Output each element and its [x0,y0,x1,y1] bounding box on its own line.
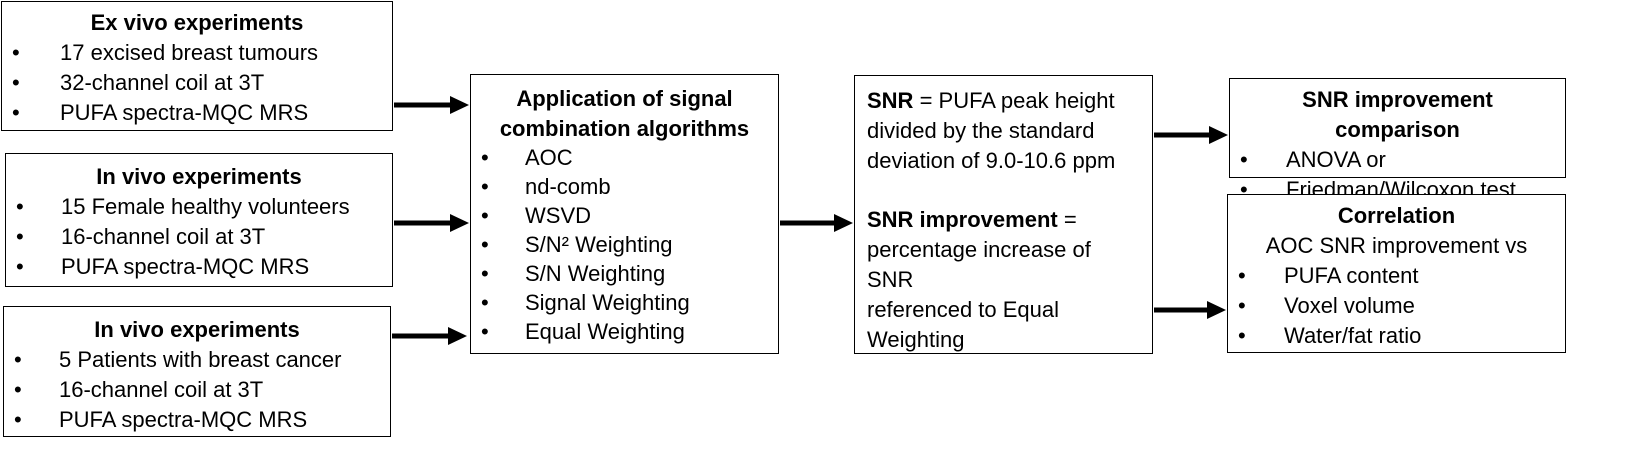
list-item: •16-channel coil at 3T [14,377,264,402]
algorithms-title-line1: Application of signal [516,86,733,111]
list-item: •32-channel coil at 3T [12,70,265,95]
list-item: •Signal Weighting [481,290,690,315]
arrow-snr-to-correlation [1154,301,1226,319]
arrow-ex-vivo-to-algorithms [394,96,469,114]
arrow-patients-to-algorithms [392,327,467,345]
algorithms-title-line2: combination algorithms [499,116,750,141]
list-item: •PUFA spectra-MQC MRS [12,100,309,125]
ex-vivo-box: Ex vivo experiments •17 excised breast t… [1,1,393,131]
list-item: •PUFA spectra-MQC MRS [14,407,308,432]
snr-label: SNR [867,88,914,113]
list-item: •PUFA spectra-MQC MRS [16,254,310,279]
snr-definition: SNR = PUFA peak height divided by the st… [867,88,1116,173]
list-item: •Voxel volume [1238,293,1415,318]
list-item: •AOC [481,145,573,170]
list-item: •ANOVA or [1240,147,1386,172]
list-item: •S/N² Weighting [481,232,673,257]
snr-improvement-label: SNR improvement [867,207,1058,232]
correlation-title: Correlation [1337,203,1456,228]
in-vivo-patients-box: In vivo experiments •5 Patients with bre… [3,306,391,437]
list-item: •S/N Weighting [481,261,666,286]
list-item: •Water/fat ratio [1238,323,1422,348]
list-item: •5 Patients with breast cancer [14,347,342,372]
in-vivo-healthy-box: In vivo experiments •15 Female healthy v… [5,153,393,287]
arrow-snr-to-comparison [1154,126,1228,144]
list-item: •17 excised breast tumours [12,40,319,65]
algorithms-box: Application of signal combination algori… [470,74,779,354]
list-item: •15 Female healthy volunteers [16,194,350,219]
list-item: •Equal Weighting [481,319,685,344]
algorithms-list: •AOC •nd-comb •WSVD •S/N² Weighting •S/N… [481,143,768,346]
list-item: •PUFA content [1238,263,1419,288]
in-vivo-patients-title: In vivo experiments [94,317,300,342]
snr-improvement-definition: SNR improvement = percentage increase of… [867,207,1091,352]
snr-definition-box: SNR = PUFA peak height divided by the st… [854,75,1153,354]
in-vivo-healthy-list: •15 Female healthy volunteers •16-channe… [16,192,382,282]
correlation-list: •PUFA content •Voxel volume •Water/fat r… [1238,261,1555,351]
ex-vivo-title: Ex vivo experiments [90,10,304,35]
in-vivo-healthy-title: In vivo experiments [96,164,302,189]
correlation-box: Correlation AOC SNR improvement vs •PUFA… [1227,194,1566,353]
list-item: •16-channel coil at 3T [16,224,266,249]
list-item: •WSVD [481,203,591,228]
in-vivo-patients-list: •5 Patients with breast cancer •16-chann… [14,345,380,435]
list-item: •nd-comb [481,174,611,199]
correlation-subtitle: AOC SNR improvement vs [1265,233,1528,258]
comparison-title: SNR improvement comparison [1302,87,1493,142]
arrow-healthy-to-algorithms [394,214,469,232]
arrow-algorithms-to-snr [780,214,853,232]
comparison-box: SNR improvement comparison •ANOVA or •Fr… [1229,78,1566,202]
ex-vivo-list: •17 excised breast tumours •32-channel c… [12,38,382,128]
